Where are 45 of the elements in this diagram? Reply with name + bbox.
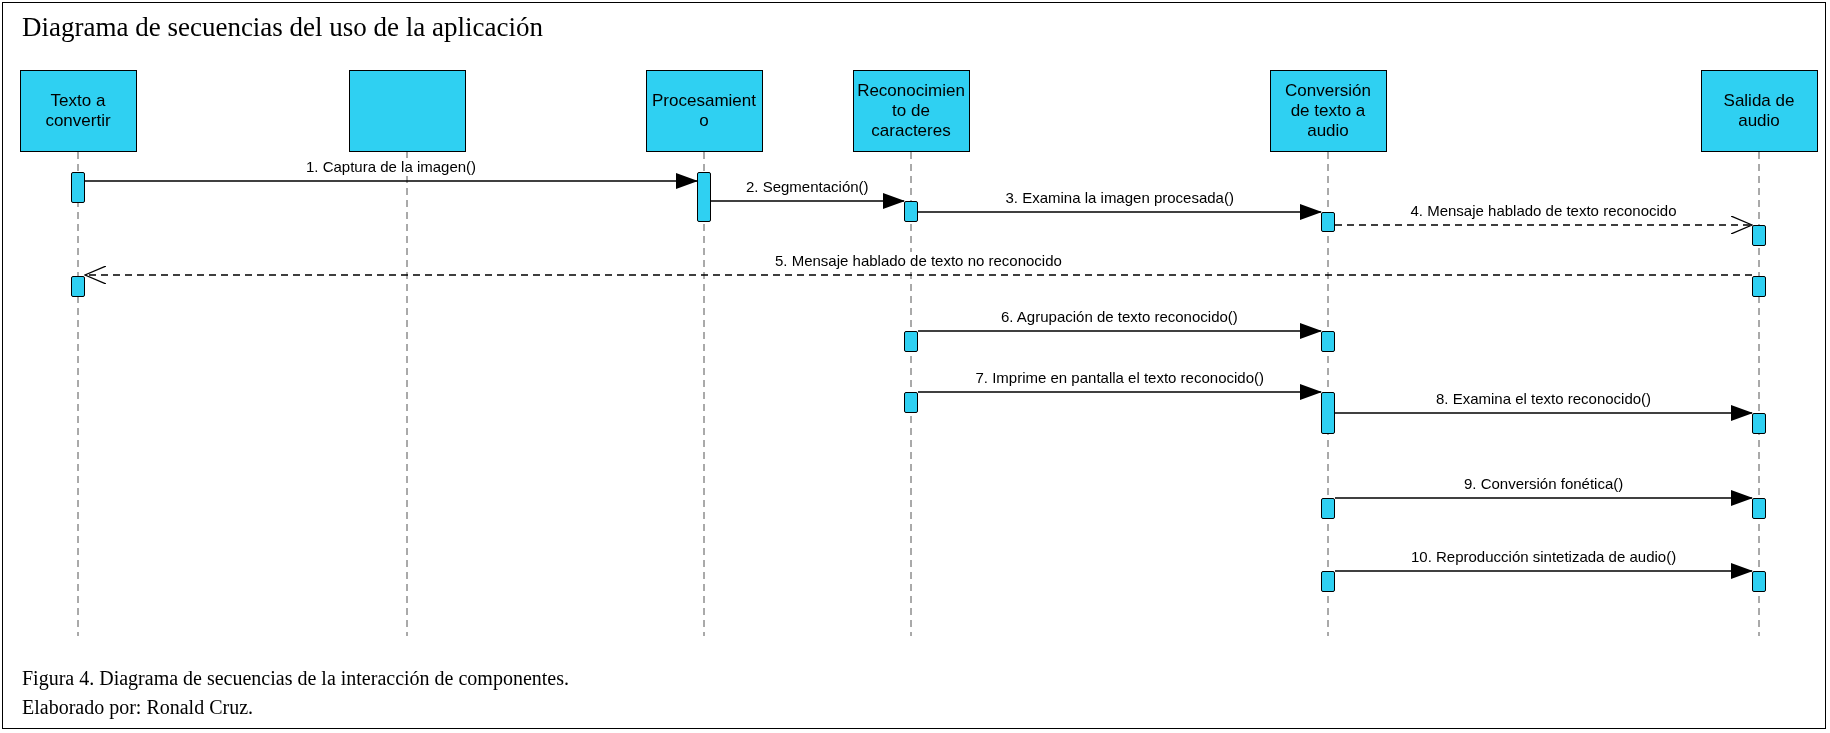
diagram-title: Diagrama de secuencias del uso de la aplicación: [22, 12, 543, 43]
message-label: 8. Examina el texto reconocido(): [1434, 390, 1654, 407]
activation-bar: [1752, 225, 1766, 246]
lifeline-head: Texto a convertir: [19, 70, 137, 152]
activation-bar: [71, 276, 85, 297]
message-label: 4. Mensaje hablado de texto reconocido: [1408, 202, 1679, 219]
message-label: 10. Reproducción sintetizada de audio(): [1409, 548, 1679, 565]
message-arrow: [917, 323, 1322, 339]
activation-bar: [1321, 498, 1335, 519]
message-arrow: [84, 265, 1753, 285]
message-label: 6. Agrupación de texto reconocido(): [999, 308, 1240, 325]
activation-bar: [904, 201, 918, 222]
message-label: 7. Imprime en pantalla el texto reconocido(): [973, 369, 1266, 386]
message-label: 3. Examina la imagen procesada(): [1003, 189, 1236, 206]
activation-bar: [1321, 331, 1335, 352]
message-label: 2. Segmentación(): [744, 178, 871, 195]
message-arrow: [917, 384, 1322, 400]
message-label: 9. Conversión fonética(): [1462, 475, 1626, 492]
lifeline-head: Salida de audio: [1700, 70, 1818, 152]
message-arrow: [1334, 563, 1753, 579]
message-label: 1. Captura de la imagen(): [304, 158, 479, 175]
message-arrow: [1334, 405, 1753, 421]
activation-bar: [1752, 498, 1766, 519]
message-arrow: [917, 204, 1322, 220]
lifeline-head: [348, 70, 466, 152]
activation-bar: [1752, 571, 1766, 592]
message-arrow: [84, 173, 698, 189]
activation-bar: [1752, 413, 1766, 434]
activation-bar: [71, 172, 85, 203]
credit-note: Elaborado por: Ronald Cruz.: [22, 696, 254, 719]
activation-bar: [1321, 571, 1335, 592]
lifeline-head: Reconocimiento de caracteres: [852, 70, 970, 152]
activation-bar: [904, 392, 918, 413]
activation-bar: [697, 172, 711, 222]
message-arrow: [1334, 490, 1753, 506]
message-arrow: [1334, 215, 1753, 235]
caption: Figura 4. Diagrama de secuencias de la interacción de componentes.: [22, 667, 569, 690]
message-label: 5. Mensaje hablado de texto no reconocido: [773, 252, 1064, 269]
message-arrow: [710, 193, 905, 209]
activation-bar: [1321, 392, 1335, 434]
lifeline-head: Procesamiento: [645, 70, 763, 152]
activation-bar: [1752, 276, 1766, 297]
activation-bar: [1321, 212, 1335, 232]
activation-bar: [904, 331, 918, 352]
lifeline-head: Conversión de texto a audio: [1269, 70, 1387, 152]
